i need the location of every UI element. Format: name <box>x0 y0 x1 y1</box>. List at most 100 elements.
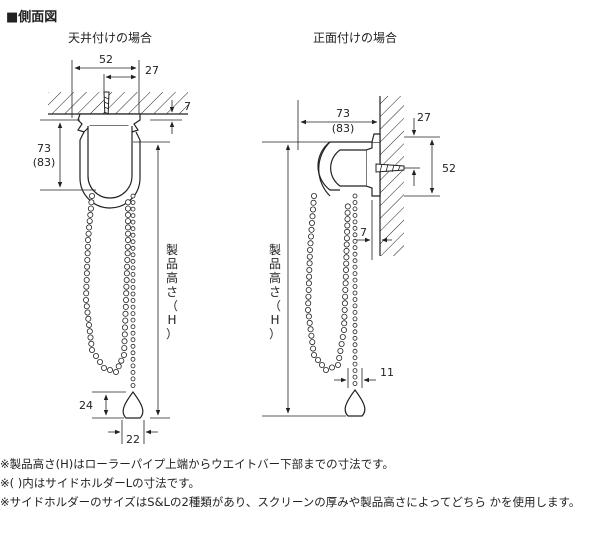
chain-bead <box>306 260 313 267</box>
footnotes: ※製品高さ(H)はローラーパイプ上端からウエイトバー下部までの寸法です。 ※( … <box>0 455 600 512</box>
chain-bead <box>130 337 136 343</box>
chain-bead <box>352 381 358 386</box>
chain-bead <box>88 340 95 347</box>
chain-bead <box>87 205 94 212</box>
chain-bead <box>352 361 358 367</box>
screw-right <box>375 163 405 173</box>
chain-bead <box>121 338 128 345</box>
chain-bead <box>125 205 132 212</box>
chain-bead <box>338 340 345 347</box>
chain-bead <box>130 200 136 205</box>
chain-bead <box>352 290 358 296</box>
chain-bead <box>352 316 358 322</box>
chain-bead <box>123 270 130 277</box>
height-label-char: 高 <box>269 270 281 285</box>
chain-bead <box>122 303 129 310</box>
chain-bead <box>97 358 104 365</box>
side-holder-right <box>317 133 381 197</box>
chain-bead <box>89 346 96 353</box>
chain-bead <box>123 276 130 283</box>
chain-bead <box>308 332 315 339</box>
svg-text:7: 7 <box>184 100 191 113</box>
screw-left <box>103 91 110 119</box>
height-label-char: 製 <box>269 243 281 257</box>
height-label-char: ） <box>166 327 178 341</box>
chain-bead <box>308 226 315 233</box>
note-1: ※製品高さ(H)はローラーパイプ上端からウエイトバー下部までの寸法です。 <box>0 457 394 471</box>
chain-bead <box>306 246 313 253</box>
svg-text:11: 11 <box>380 366 394 379</box>
weight-left <box>122 390 144 419</box>
chain-bead <box>121 345 128 352</box>
chain-bead <box>93 352 100 359</box>
chain-bead <box>352 277 358 283</box>
chain-bead <box>328 364 335 371</box>
chain-bead <box>124 263 131 270</box>
chain-bead <box>115 363 122 370</box>
chain-bead <box>307 326 314 333</box>
svg-text:73: 73 <box>37 142 51 155</box>
note-3: ※サイドホルダーのサイズはS&Lの2種類があり、スクリーンの厚みや製品高さによっ… <box>0 495 581 509</box>
chain-bead <box>344 203 351 210</box>
chain-bead <box>130 304 136 310</box>
chain-bead <box>83 303 90 310</box>
height-label-char: 高 <box>166 270 178 285</box>
svg-text:52: 52 <box>99 53 113 66</box>
chain-bead <box>352 322 358 328</box>
bead-chain-right <box>304 192 358 386</box>
chain-bead <box>352 258 358 264</box>
svg-text:27: 27 <box>417 111 431 124</box>
chain-bead <box>322 366 329 373</box>
chain-bead <box>84 243 91 250</box>
dim-73-left: 73 (83) <box>33 119 96 191</box>
chain-bead <box>130 193 136 199</box>
chain-bead <box>342 273 349 280</box>
svg-text:73: 73 <box>336 107 350 120</box>
chain-bead <box>86 224 93 231</box>
chain-bead <box>84 309 91 316</box>
chain-bead <box>130 278 136 284</box>
chain-bead <box>85 315 92 322</box>
chain-bead <box>344 209 351 216</box>
chain-bead <box>352 329 358 335</box>
chain-bead <box>130 369 136 375</box>
chain-bead <box>342 293 349 300</box>
chain-bead <box>352 303 358 309</box>
chain-bead <box>304 306 311 313</box>
chain-bead <box>352 225 358 231</box>
chain-bead <box>344 222 351 229</box>
chain-bead <box>130 258 136 264</box>
note-2: ※( )内はサイドホルダーLの寸法です。 <box>0 476 201 490</box>
chain-bead <box>125 230 132 237</box>
chain-bead <box>352 232 358 238</box>
dim-24: 24 <box>79 391 126 419</box>
chain-bead <box>89 192 96 199</box>
chain-bead <box>309 213 316 220</box>
section-header: ■側面図 <box>6 10 58 25</box>
chain-bead <box>343 235 350 242</box>
chain-bead <box>130 271 136 277</box>
chain-bead <box>342 266 349 273</box>
chain-bead <box>352 297 358 302</box>
chain-bead <box>343 260 350 267</box>
chain-bead <box>107 366 114 373</box>
chain-bead <box>130 350 136 356</box>
chain-bead <box>130 226 136 232</box>
chain-bead <box>121 331 128 338</box>
chain-bead <box>125 224 132 231</box>
chain-bead <box>305 280 312 287</box>
height-label-char: 品 <box>269 257 281 271</box>
chain-bead <box>352 193 358 199</box>
chain-bead <box>124 243 131 250</box>
chain-bead <box>125 236 132 243</box>
dim-7-left: 7 <box>150 100 191 134</box>
svg-text:7: 7 <box>360 226 367 239</box>
chain-bead <box>341 306 348 313</box>
chain-bead <box>87 211 94 218</box>
chain-bead <box>305 300 312 307</box>
chain-bead <box>130 363 136 369</box>
chain-bead <box>86 218 93 225</box>
chain-bead <box>123 290 130 297</box>
chain-bead <box>84 263 91 270</box>
